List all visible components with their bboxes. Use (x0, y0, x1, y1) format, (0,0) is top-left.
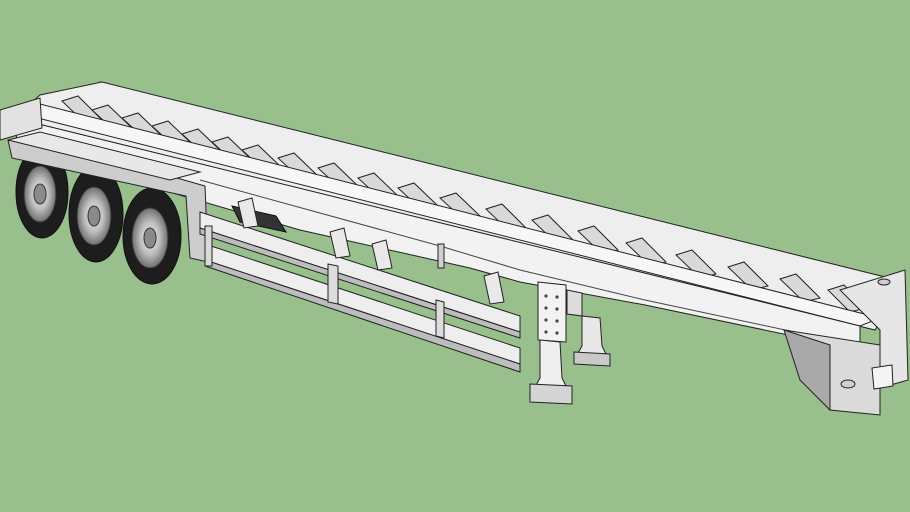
twistlock-front-left (840, 379, 856, 389)
front-bolster-shade (783, 329, 831, 412)
front-bolster (839, 269, 909, 389)
wheel-rear-outer (15, 145, 69, 239)
landing-gear-plate (537, 281, 567, 343)
beam-detail-plate (437, 243, 445, 269)
beam-lower-edge (199, 179, 861, 347)
landing-leg-far-foot (573, 351, 611, 367)
wheel-middle (68, 165, 124, 263)
rear-bolster (0, 97, 43, 141)
wheel-front (122, 187, 182, 285)
front-corner-post (871, 364, 894, 390)
landing-leg-far-crank (566, 289, 583, 317)
near-fender-top (7, 131, 202, 181)
landing-gear-bolts (544, 294, 559, 335)
landing-leg-near-foot (529, 383, 573, 405)
twistlock-front-right (877, 278, 891, 286)
wheels (15, 145, 182, 285)
side-guard-rails (199, 211, 521, 373)
rail-brackets (237, 197, 505, 305)
landing-gear (529, 281, 611, 405)
